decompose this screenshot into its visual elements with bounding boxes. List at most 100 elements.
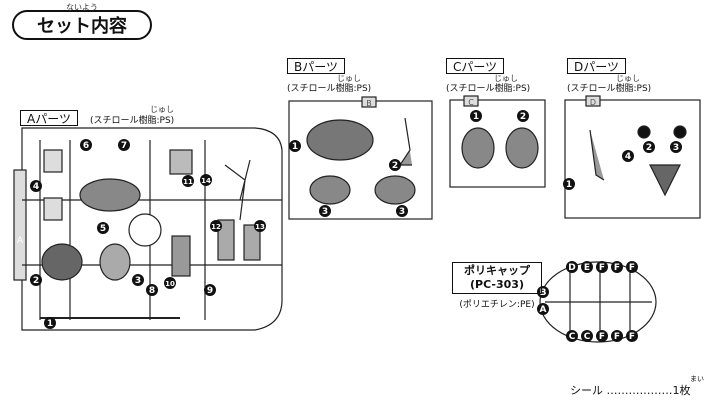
marker-a-1: 1 xyxy=(44,317,56,329)
polycap-side-0: B xyxy=(540,288,547,298)
marker-a-12: 12 xyxy=(210,220,222,232)
part-d-shape xyxy=(589,129,605,181)
parts-c-ruby: じゅし xyxy=(494,74,518,83)
runner-d-tag xyxy=(585,95,601,107)
polycap-bottom-2: F xyxy=(599,332,605,342)
runner-a-tag-text: A xyxy=(17,236,24,246)
parts-b-material: (スチロール樹脂:PS) xyxy=(287,84,372,94)
marker-a-4: 4 xyxy=(30,180,42,192)
marker-b-2: 2 xyxy=(389,159,401,171)
marker-circle xyxy=(204,284,216,296)
marker-d-2: 2 xyxy=(643,141,655,153)
runner-b-tag-text: B xyxy=(366,99,372,108)
marker-circle xyxy=(596,261,608,273)
part-b-shape xyxy=(309,175,351,205)
polycap-side-1: A xyxy=(540,305,547,315)
marker-d-2-text: 2 xyxy=(646,143,652,153)
marker-a-14-text: 14 xyxy=(201,177,211,185)
polycap-top-3: F xyxy=(614,263,620,273)
marker-circle xyxy=(537,286,549,298)
polycap-top-1: E xyxy=(584,263,590,273)
marker-circle xyxy=(319,205,331,217)
parts-d-material: (スチロール樹脂:PS) xyxy=(567,84,652,94)
marker-circle xyxy=(563,178,575,190)
marker-a-11: 11 xyxy=(182,175,194,187)
marker-b-3b: 3 xyxy=(396,205,408,217)
marker-circle xyxy=(146,284,158,296)
marker-d-4: 4 xyxy=(622,150,634,162)
runner-c-tag xyxy=(463,95,479,107)
marker-b-1: 1 xyxy=(289,140,301,152)
marker-circle xyxy=(581,330,593,342)
parts-a-material: (スチロール樹脂:PS) xyxy=(90,116,175,126)
marker-b-1-text: 1 xyxy=(292,142,298,152)
marker-circle xyxy=(581,261,593,273)
marker-a-4-text: 4 xyxy=(33,182,39,192)
marker-c-2-text: 2 xyxy=(520,112,526,122)
part-c-shape xyxy=(461,127,495,169)
marker-circle xyxy=(44,317,56,329)
marker-circle xyxy=(611,330,623,342)
parts-a-ruby: じゅし xyxy=(150,105,174,114)
page-title: セット内容 xyxy=(12,10,152,40)
marker-a-3: 3 xyxy=(132,274,144,286)
polycap-code: (PC-303) xyxy=(470,278,524,291)
part-c-shape xyxy=(505,127,539,169)
marker-c-2: 2 xyxy=(517,110,529,122)
marker-a-10-text: 10 xyxy=(165,280,175,288)
polycap-label: ポリキャップ (PC-303) (ポリエチレン:PE) xyxy=(452,262,542,310)
marker-circle xyxy=(210,220,222,232)
marker-a-10: 10 xyxy=(164,277,176,289)
polycap-top-2: F xyxy=(599,263,605,273)
marker-a-3-text: 3 xyxy=(135,276,141,286)
marker-circle xyxy=(566,330,578,342)
polycap-material: (ポリエチレン:PE) xyxy=(459,300,535,310)
marker-circle xyxy=(389,159,401,171)
marker-circle xyxy=(626,261,638,273)
marker-d-3: 3 xyxy=(670,141,682,153)
parts-c-label: Cパーツ xyxy=(446,58,505,74)
marker-circle xyxy=(30,274,42,286)
marker-circle xyxy=(670,141,682,153)
polycap-markers: D E F F F C C F F F B A xyxy=(537,261,638,342)
marker-circle xyxy=(537,303,549,315)
polycap-bottom-3: F xyxy=(614,332,620,342)
part-a-shape xyxy=(41,243,83,281)
part-a-shape xyxy=(217,219,235,261)
marker-a-14: 14 xyxy=(200,174,212,186)
marker-circle xyxy=(626,330,638,342)
part-b-shape xyxy=(374,175,416,205)
marker-circle xyxy=(396,205,408,217)
marker-circle xyxy=(182,175,194,187)
seal-ruby: まい xyxy=(690,375,704,383)
marker-a-7: 7 xyxy=(118,139,130,151)
polycap-runner xyxy=(539,261,657,343)
part-a-shape xyxy=(243,224,261,261)
parts-c-material: (スチロール樹脂:PS) xyxy=(446,84,531,94)
part-a-shape xyxy=(99,243,131,281)
marker-d-1: 1 xyxy=(563,178,575,190)
marker-d-1-text: 1 xyxy=(566,180,572,190)
marker-a-5-text: 5 xyxy=(100,224,106,234)
runner-b-frame xyxy=(288,100,433,220)
part-a-shape xyxy=(128,213,162,247)
marker-circle xyxy=(643,141,655,153)
marker-circle xyxy=(97,222,109,234)
part-a-shape xyxy=(224,159,251,221)
marker-d-3-text: 3 xyxy=(673,143,679,153)
marker-a-13-text: 13 xyxy=(255,223,265,231)
part-a-shape xyxy=(169,149,193,175)
marker-group-a: 1 2 3 4 5 6 7 8 9 10 11 12 13 14 xyxy=(30,139,266,329)
marker-a-2: 2 xyxy=(30,274,42,286)
marker-circle xyxy=(80,139,92,151)
part-a-shape xyxy=(43,149,63,173)
parts-b-label: Bパーツ xyxy=(287,58,345,74)
marker-group-c: 1 2 xyxy=(470,110,529,122)
marker-a-11-text: 11 xyxy=(183,178,193,186)
marker-b-3b-text: 3 xyxy=(399,207,405,217)
marker-a-12-text: 12 xyxy=(211,223,221,231)
marker-circle xyxy=(30,180,42,192)
part-b-shape xyxy=(398,117,412,166)
polycap-top-4: F xyxy=(629,263,635,273)
